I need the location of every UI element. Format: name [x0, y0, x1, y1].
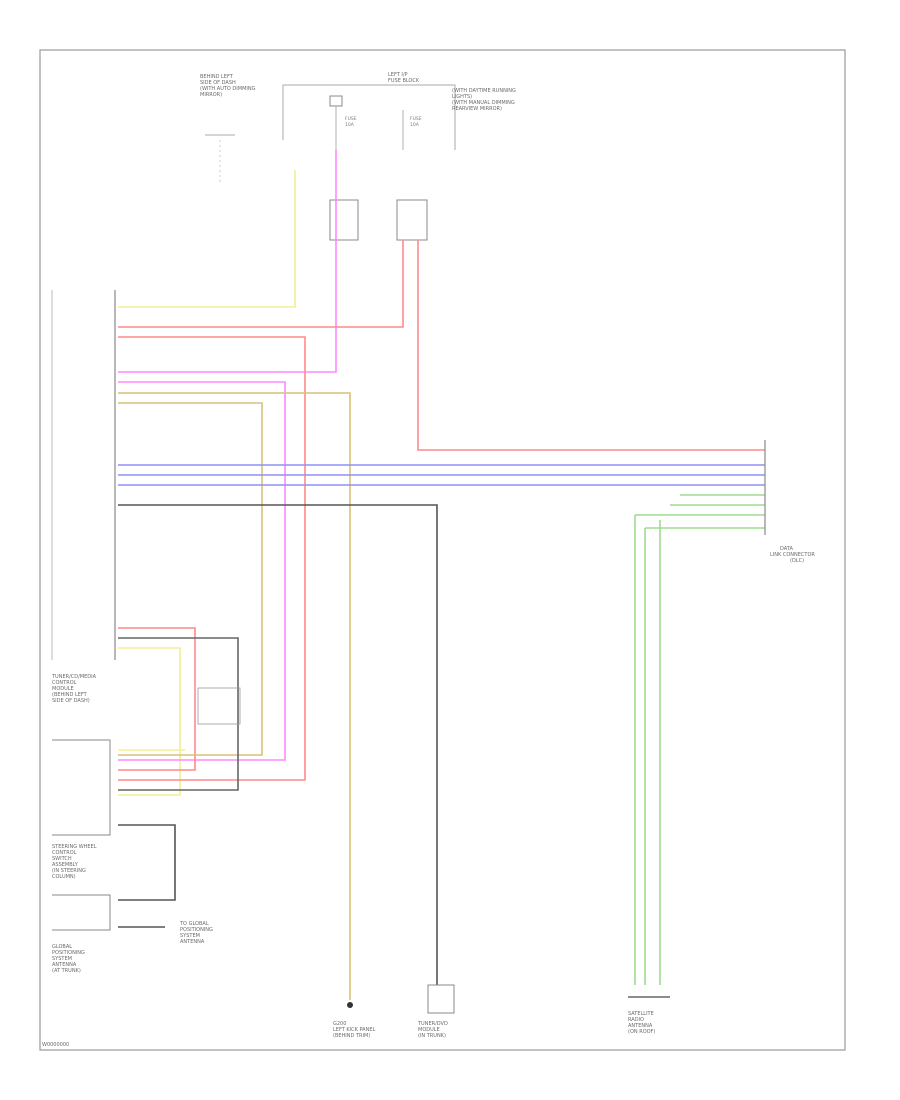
wire-magenta-1 — [118, 150, 337, 373]
wire-red-3 — [417, 240, 765, 451]
label-speaker: SATELLITE RADIO ANTENNA (ON ROOF) — [628, 1011, 655, 1035]
label-fuse-a: FUSE 10A — [345, 116, 357, 128]
svg-text:SATELLITE: SATELLITE — [628, 1011, 654, 1017]
label-global-module: GLOBAL POSITIONING SYSTEM ANTENNA (AT TR… — [52, 944, 85, 974]
svg-text:(WITH AUTO DIMMING: (WITH AUTO DIMMING — [200, 86, 256, 92]
label-fuse-block-note: (WITH DAYTIME RUNNING LIGHTS) (WITH MANU… — [452, 88, 516, 112]
wire-green-5 — [644, 527, 765, 985]
wire-magenta-2 — [118, 381, 286, 761]
relay-box-a — [329, 199, 359, 241]
svg-text:GLOBAL: GLOBAL — [52, 944, 72, 950]
svg-text:POSITIONING: POSITIONING — [52, 950, 85, 956]
svg-text:BEHIND LEFT: BEHIND LEFT — [200, 74, 234, 80]
label-connector-right: DATA LINK CONNECTOR (DLC) — [770, 546, 815, 564]
svg-text:ANTENNA: ANTENNA — [52, 962, 77, 968]
switch-module-box — [52, 894, 111, 931]
svg-text:(AT TRUNK): (AT TRUNK) — [52, 968, 81, 974]
svg-text:LEFT I/P: LEFT I/P — [388, 72, 408, 78]
svg-text:TUNER/CD/MEDIA: TUNER/CD/MEDIA — [51, 674, 97, 680]
svg-text:MIRROR): MIRROR) — [200, 92, 222, 98]
svg-text:RADIO: RADIO — [628, 1017, 644, 1023]
relay-box-b — [396, 199, 428, 241]
wire-red-4 — [118, 627, 196, 771]
svg-text:FUSE: FUSE — [410, 116, 422, 122]
wire-red-2 — [118, 336, 306, 781]
svg-text:FUSE BLOCK: FUSE BLOCK — [388, 78, 420, 84]
footer-code: W0000000 — [42, 1042, 69, 1048]
svg-text:(WITH MANUAL DIMMING: (WITH MANUAL DIMMING — [452, 100, 515, 106]
svg-text:LIGHTS): LIGHTS) — [452, 94, 472, 100]
label-top-left: BEHIND LEFT SIDE OF DASH (WITH AUTO DIMM… — [200, 74, 256, 98]
label-bottom-module: TUNER/DVD MODULE (IN TRUNK) — [417, 1021, 448, 1039]
svg-text:10A: 10A — [410, 122, 420, 128]
label-antenna-note: TO GLOBAL POSITIONING SYSTEM ANTENNA — [179, 921, 213, 945]
wire-red-1 — [118, 240, 404, 328]
svg-text:(IN STEERING: (IN STEERING — [52, 868, 86, 874]
svg-text:ANTENNA: ANTENNA — [628, 1023, 653, 1029]
ground-icon — [347, 1002, 353, 1008]
svg-text:STEERING WHEEL: STEERING WHEEL — [52, 844, 97, 850]
label-main-module: TUNER/CD/MEDIA CONTROL MODULE (BEHIND LE… — [51, 674, 97, 704]
wire-black-3 — [118, 824, 176, 901]
svg-text:MODULE: MODULE — [418, 1027, 440, 1033]
svg-text:ASSEMBLY: ASSEMBLY — [52, 862, 79, 868]
svg-text:(IN TRUNK): (IN TRUNK) — [418, 1033, 446, 1039]
svg-text:CONTROL: CONTROL — [52, 850, 77, 856]
svg-text:(BEHIND LEFT: (BEHIND LEFT — [52, 692, 88, 698]
svg-text:LINK CONNECTOR: LINK CONNECTOR — [770, 552, 815, 558]
label-fuse-b: FUSE 10A — [410, 116, 422, 128]
svg-text:CONTROL: CONTROL — [52, 680, 77, 686]
svg-text:FUSE: FUSE — [345, 116, 357, 122]
svg-text:TUNER/DVD: TUNER/DVD — [417, 1021, 448, 1027]
svg-text:SIDE OF DASH): SIDE OF DASH) — [52, 698, 90, 704]
svg-text:G200: G200 — [333, 1021, 346, 1027]
fuse-a-icon — [329, 95, 343, 107]
svg-text:LEFT KICK PANEL: LEFT KICK PANEL — [333, 1027, 376, 1033]
wire-tan-2 — [118, 402, 263, 756]
label-ground: G200 LEFT KICK PANEL (BEHIND TRIM) — [333, 1021, 376, 1039]
svg-text:(WITH DAYTIME RUNNING: (WITH DAYTIME RUNNING — [452, 88, 516, 94]
svg-text:SIDE OF DASH: SIDE OF DASH — [200, 80, 236, 86]
svg-text:SYSTEM: SYSTEM — [52, 956, 72, 962]
svg-text:MODULE: MODULE — [52, 686, 74, 692]
diagram-frame — [39, 49, 846, 1051]
svg-text:SWITCH: SWITCH — [52, 856, 72, 862]
svg-text:REARVIEW MIRROR): REARVIEW MIRROR) — [452, 106, 502, 112]
fuse-block-bracket — [282, 84, 456, 150]
svg-text:SYSTEM: SYSTEM — [180, 933, 200, 939]
label-fuse-block: LEFT I/P FUSE BLOCK — [388, 72, 420, 84]
svg-text:DATA: DATA — [780, 546, 793, 552]
wire-yellow-2 — [118, 647, 181, 796]
svg-text:10A: 10A — [345, 122, 355, 128]
svg-text:POSITIONING: POSITIONING — [180, 927, 213, 933]
svg-text:(ON ROOF): (ON ROOF) — [628, 1029, 655, 1035]
wire-tan-1 — [118, 392, 351, 1000]
wire-black-2 — [118, 637, 239, 791]
svg-text:(DLC): (DLC) — [790, 558, 804, 564]
label-switch-module: STEERING WHEEL CONTROL SWITCH ASSEMBLY (… — [52, 844, 97, 880]
svg-text:ANTENNA: ANTENNA — [180, 939, 205, 945]
svg-text:COLUMN): COLUMN) — [52, 874, 76, 880]
wire-yellow-1 — [118, 170, 296, 308]
svg-text:TO GLOBAL: TO GLOBAL — [179, 921, 209, 927]
trunk-module-box — [427, 984, 455, 1014]
wire-green-4 — [634, 514, 765, 985]
switch-assembly-box — [197, 687, 241, 725]
wire-black-1 — [118, 504, 438, 985]
nav-module-box — [52, 739, 111, 836]
svg-text:(BEHIND TRIM): (BEHIND TRIM) — [333, 1033, 370, 1039]
